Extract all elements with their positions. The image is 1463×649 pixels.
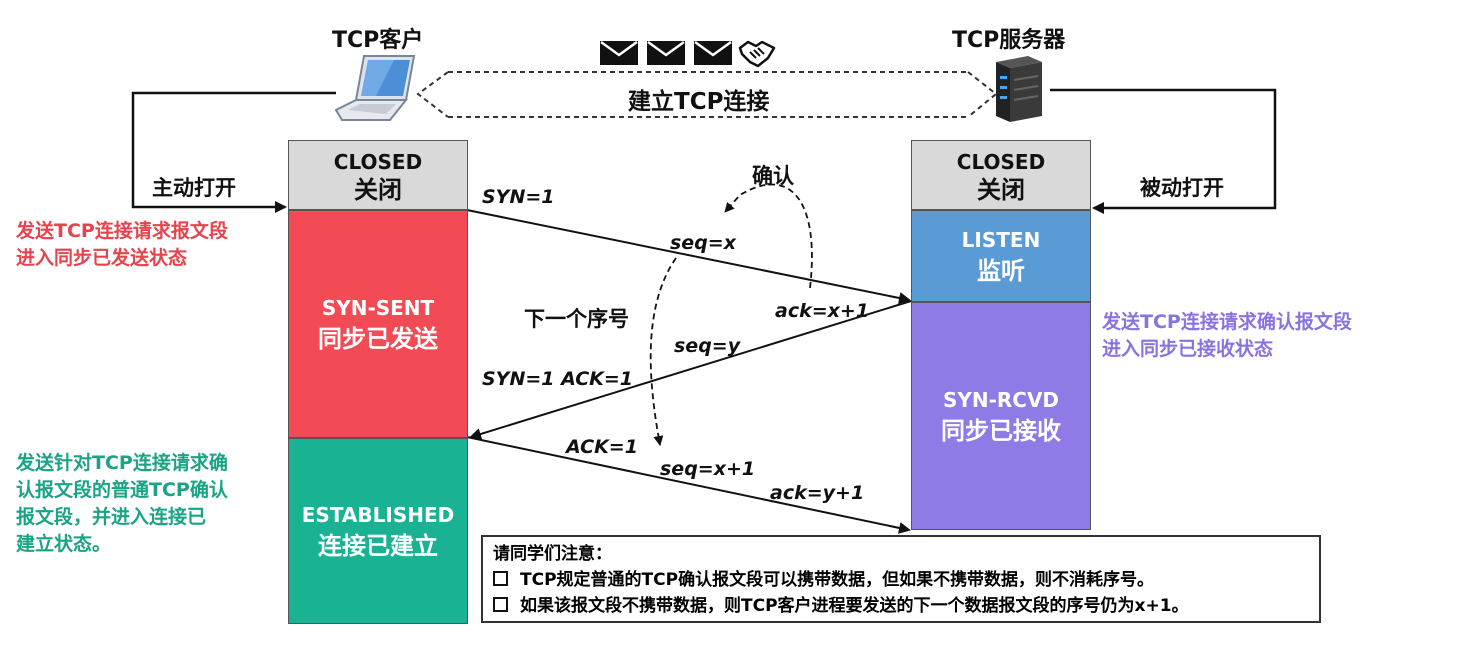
laptop-icon — [334, 55, 416, 121]
client-closed-zh: 关闭 — [354, 176, 402, 204]
server-closed-en: CLOSED — [956, 150, 1046, 174]
client-ack-note-line: 报文段，并进入连接已 — [16, 506, 207, 528]
checkbox-icon — [493, 597, 508, 612]
next-seq-label: 下一个序号 — [524, 307, 629, 331]
client-ack-note-line: 建立状态。 — [16, 533, 112, 555]
client-send-note-line: 进入同步已发送状态 — [16, 247, 188, 269]
seg-seq-y: seq=y — [674, 335, 741, 357]
client-ack-note: 发送针对TCP连接请求确 认报文段的普通TCP确认 报文段，并进入连接已 建立状… — [16, 450, 228, 558]
notice-item: TCP规定普通的TCP确认报文段可以携带数据，但如果不携带数据，则不消耗序号。 — [493, 567, 1309, 593]
confirm-label: 确认 — [752, 164, 794, 188]
confirm-curve — [724, 183, 813, 289]
client-state-syn-sent: SYN-SENT 同步已发送 — [288, 210, 468, 438]
server-title: TCP服务器 — [952, 28, 1066, 53]
client-state-established: ESTABLISHED 连接已建立 — [288, 438, 468, 624]
server-send-note-line: 发送TCP连接请求确认报文段 — [1102, 311, 1352, 333]
server-syn-rcvd-en: SYN-RCVD — [942, 388, 1060, 412]
seg-seq-x1: seq=x+1 — [660, 458, 756, 480]
client-ack-note-line: 发送针对TCP连接请求确 — [16, 452, 228, 474]
client-state-closed: CLOSED 关闭 — [288, 140, 468, 210]
server-listen-en: LISTEN — [961, 228, 1041, 252]
server-state-listen: LISTEN 监听 — [911, 210, 1091, 302]
seg-ack-x1: ack=x+1 — [775, 300, 870, 322]
seg-syn1-ack1: SYN=1 ACK=1 — [482, 368, 634, 390]
server-send-note-line: 进入同步已接收状态 — [1102, 338, 1274, 360]
checkbox-icon — [493, 571, 508, 586]
passive-open-line — [1050, 88, 1277, 214]
server-listen-zh: 监听 — [977, 257, 1025, 285]
client-syn-sent-zh: 同步已发送 — [318, 325, 438, 353]
notice-item: 如果该报文段不携带数据，则TCP客户进程要发送的下一个数据报文段的序号仍为x+1… — [493, 593, 1309, 619]
notice-box: 请同学们注意： TCP规定普通的TCP确认报文段可以携带数据，但如果不携带数据，… — [481, 535, 1321, 623]
client-title: TCP客户 — [332, 28, 424, 53]
syn-ack-arrow — [469, 300, 912, 440]
notice-title: 请同学们注意： — [493, 544, 612, 564]
notice-item-text: TCP规定普通的TCP确认报文段可以携带数据，但如果不携带数据，则不消耗序号。 — [520, 570, 1155, 590]
client-syn-sent-en: SYN-SENT — [321, 296, 435, 320]
client-send-note-line: 发送TCP连接请求报文段 — [16, 220, 228, 242]
active-open-label: 主动打开 — [152, 176, 236, 200]
handshake-icon — [738, 40, 776, 68]
next-seq-curve — [649, 257, 677, 446]
server-send-note: 发送TCP连接请求确认报文段 进入同步已接收状态 — [1102, 309, 1352, 363]
active-open-line — [131, 91, 336, 213]
syn-arrow — [466, 209, 911, 304]
ack-arrow — [466, 436, 911, 534]
passive-open-label: 被动打开 — [1140, 176, 1224, 200]
seg-syn1: SYN=1 — [482, 186, 555, 208]
server-state-closed: CLOSED 关闭 — [911, 140, 1091, 210]
client-closed-en: CLOSED — [333, 150, 423, 174]
server-closed-zh: 关闭 — [977, 176, 1025, 204]
seg-seq-x: seq=x — [670, 232, 736, 254]
client-established-zh: 连接已建立 — [318, 532, 438, 560]
envelope-icons — [600, 40, 732, 65]
client-ack-note-line: 认报文段的普通TCP确认 — [16, 479, 228, 501]
connection-label: 建立TCP连接 — [628, 89, 770, 115]
seg-ack1: ACK=1 — [566, 436, 638, 458]
notice-item-text: 如果该报文段不携带数据，则TCP客户进程要发送的下一个数据报文段的序号仍为x+1… — [520, 596, 1189, 616]
server-syn-rcvd-zh: 同步已接收 — [941, 417, 1061, 445]
client-send-note: 发送TCP连接请求报文段 进入同步已发送状态 — [16, 218, 228, 272]
server-icon — [996, 56, 1042, 122]
server-state-syn-rcvd: SYN-RCVD 同步已接收 — [911, 302, 1091, 530]
seg-ack-y1: ack=y+1 — [770, 482, 865, 504]
client-established-en: ESTABLISHED — [301, 503, 455, 527]
